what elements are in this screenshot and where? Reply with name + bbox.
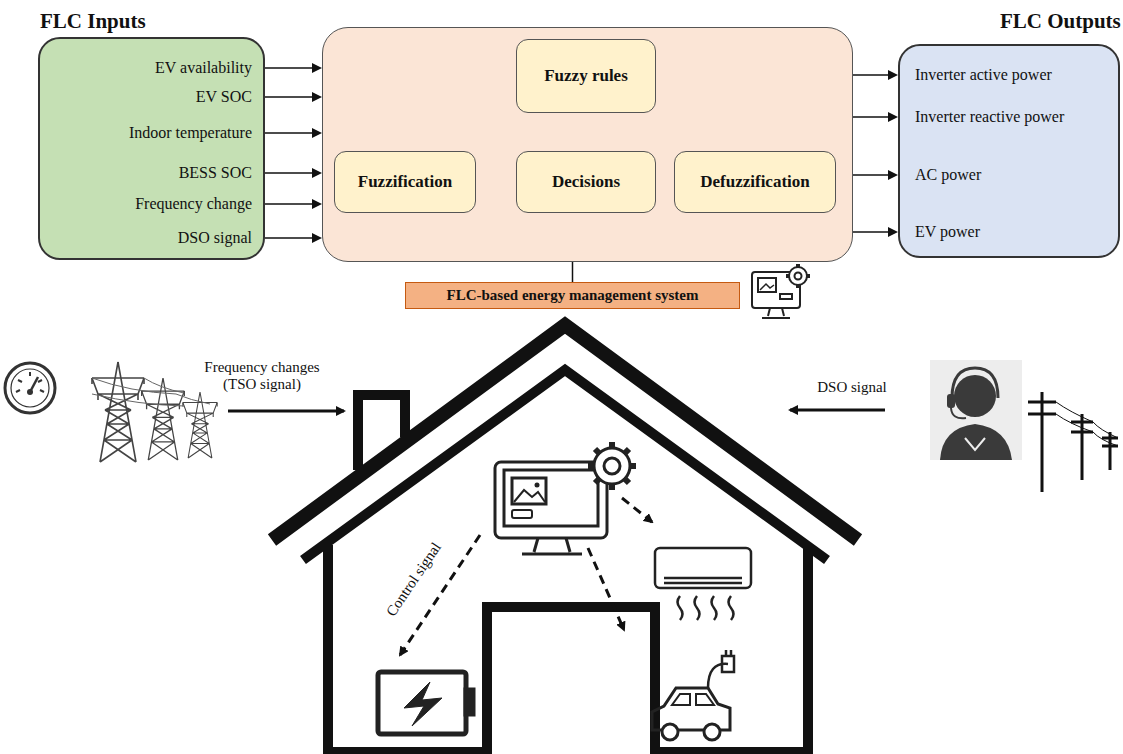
arrow-head: [312, 199, 322, 209]
connector-line: [853, 231, 890, 233]
connector-arrow: [853, 70, 898, 80]
dso-arrow: [790, 409, 885, 412]
signal-label: DSO signal: [807, 379, 897, 396]
process-label: Defuzzification: [700, 172, 810, 192]
connector-line: [265, 237, 314, 239]
panel-item: DSO signal: [178, 228, 252, 248]
connector-arrow: [265, 233, 322, 243]
ev-icon: [652, 650, 734, 740]
arrow-head: [312, 63, 322, 73]
connector-line: [853, 174, 890, 176]
connector-arrow: [853, 170, 898, 180]
connector-arrow: [265, 92, 322, 102]
arrow-head: [312, 128, 322, 138]
connector-line: [265, 96, 314, 98]
control-arrows: [400, 498, 652, 655]
operator-icon: [930, 360, 1022, 460]
connector-arrow: [853, 227, 898, 237]
distribution-poles: [1028, 392, 1118, 492]
signal-label: Frequency changes (TSO signal): [187, 359, 337, 394]
connector-arrow: [572, 262, 573, 282]
panel-item: EV SOC: [196, 87, 252, 107]
arrow-head: [312, 92, 322, 102]
panel-item: Indoor temperature: [129, 123, 252, 143]
process-label: Fuzzy rules: [544, 66, 628, 86]
connector-arrow: [265, 63, 322, 73]
arrow-head: [888, 170, 898, 180]
panel-heading: FLC Outputs: [1000, 9, 1121, 34]
panel-item: Inverter reactive power: [915, 107, 1064, 127]
process-label: Decisions: [552, 172, 620, 192]
connector-line: [265, 67, 314, 69]
connector-arrow: [265, 199, 322, 209]
process-box: Decisions: [516, 151, 656, 213]
controller-panel: Fuzzy rulesFuzzification Decisions Defuzzi…: [322, 27, 853, 262]
panel-item: EV power: [915, 222, 980, 242]
frequency-gauge: [5, 363, 55, 413]
process-box: FLC-based energy management system: [405, 282, 740, 309]
air-conditioner-icon: [655, 548, 751, 620]
ems-small-icon: [752, 264, 810, 318]
ems-computer-icon: [495, 442, 636, 554]
house-outline: [272, 325, 858, 752]
panel-item: Frequency change: [135, 194, 252, 214]
connector-arrow: [853, 112, 898, 122]
panel-item: EV availability: [155, 58, 252, 78]
io-panel: FLC OutputsInverter active powerInverter…: [898, 44, 1120, 258]
connector-line: [265, 172, 314, 174]
connector-line: [265, 132, 314, 134]
arrow-head: [888, 227, 898, 237]
process-box: Fuzzy rules: [516, 39, 656, 113]
io-panel: FLC InputsEV availabilityEV SOCIndoor te…: [38, 37, 265, 260]
arrow-head: [312, 233, 322, 243]
connector-line: [853, 116, 890, 118]
panel-heading: FLC Inputs: [40, 9, 146, 34]
process-label: Fuzzification: [358, 172, 452, 192]
control-signal-label: Control signal: [373, 525, 454, 634]
panel-item: AC power: [915, 165, 981, 185]
connector-line: [265, 203, 314, 205]
connector-line: [572, 262, 574, 282]
connector-arrow: [265, 128, 322, 138]
panel-item: Inverter active power: [915, 65, 1052, 85]
panel-item: BESS SOC: [179, 163, 252, 183]
arrow-head: [312, 168, 322, 178]
transmission-towers: [92, 362, 217, 462]
system-label: FLC-based energy management system: [446, 287, 698, 304]
arrow-head: [888, 112, 898, 122]
connector-arrow: [265, 168, 322, 178]
process-box: Defuzzification: [674, 151, 836, 213]
tso-arrow: [228, 410, 344, 413]
process-box: Fuzzification: [334, 151, 476, 213]
arrow-head: [888, 70, 898, 80]
battery-icon: [378, 672, 473, 734]
connector-line: [853, 74, 890, 76]
